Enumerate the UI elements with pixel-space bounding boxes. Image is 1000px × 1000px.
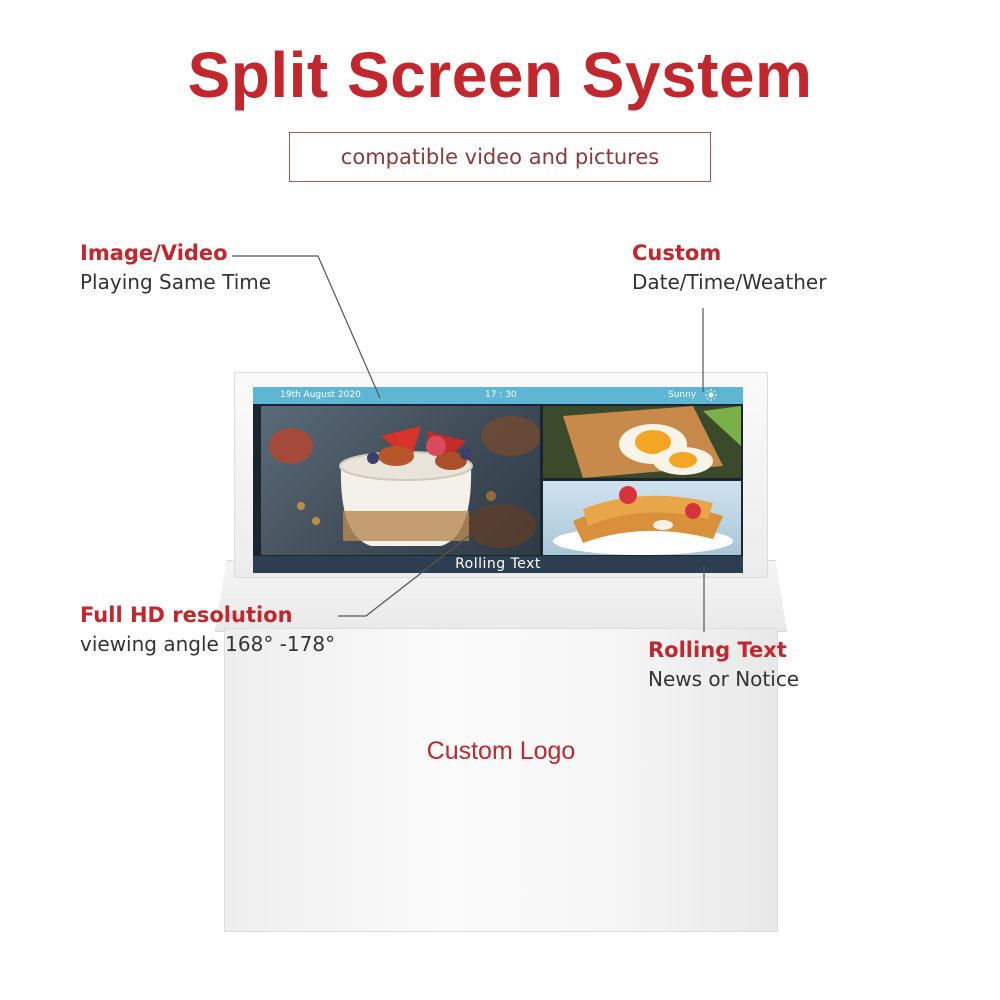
custom-logo-text: Custom Logo	[426, 737, 576, 765]
screen-time: 17 : 30	[485, 390, 517, 400]
annotation-heading: Rolling Text	[648, 638, 787, 662]
annotation-heading: Custom	[632, 241, 722, 265]
annotation-heading: Image/Video	[80, 241, 228, 265]
annotation-text: Date/Time/Weather	[632, 270, 827, 295]
kiosk-body: Custom Logo	[224, 628, 778, 932]
main-video-panel	[261, 406, 540, 555]
annotation-custom: Custom Date/Time/Weather	[632, 238, 826, 297]
screen-status-bar: 19th August 2020 17 : 30 Sunny	[253, 387, 743, 404]
subtitle-box: compatible video and pictures	[289, 132, 711, 182]
annotation-heading: Full HD resolution	[80, 603, 293, 627]
image-panel-bottom	[543, 481, 741, 555]
annotation-text: viewing angle 168° -178°	[80, 632, 336, 657]
pancake-image	[553, 486, 733, 555]
annotation-image-video: Image/Video Playing Same Time	[80, 238, 271, 297]
annotation-full-hd: Full HD resolution viewing angle 168° -1…	[80, 600, 335, 659]
image-panel-top	[543, 406, 741, 478]
rolling-text-bar: Rolling Text	[253, 556, 743, 573]
screen-date: 19th August 2020	[280, 390, 361, 400]
screen-weather: Sunny	[668, 390, 697, 400]
kiosk-screen: 19th August 2020 17 : 30 Sunny	[253, 387, 743, 573]
annotation-text: News or Notice	[648, 667, 800, 692]
page-title: Split Screen System	[187, 39, 813, 111]
egg-dish-image	[543, 406, 741, 478]
annotation-text: Playing Same Time	[80, 270, 272, 295]
sun-icon	[705, 389, 717, 404]
dessert-image	[269, 416, 540, 548]
annotation-rolling-text: Rolling Text News or Notice	[648, 635, 799, 694]
